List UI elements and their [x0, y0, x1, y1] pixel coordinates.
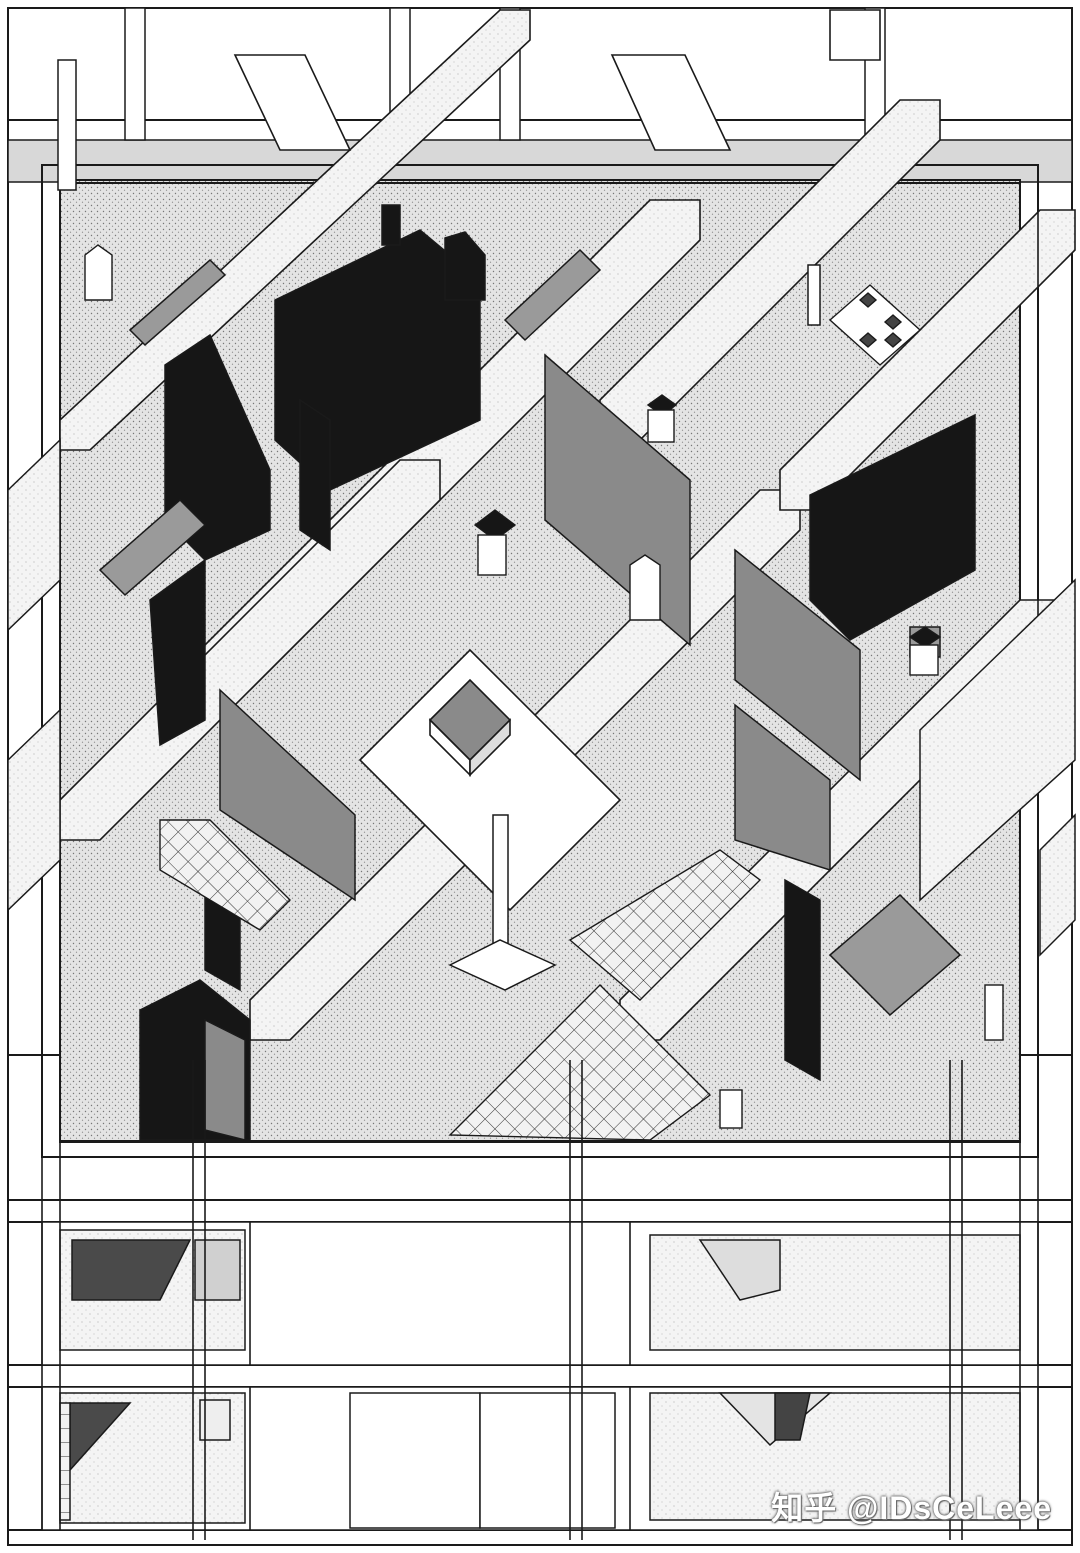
lower-section-one — [41, 1221, 1039, 1366]
right-edge-strip — [919, 578, 1076, 957]
right-small-structure — [828, 284, 922, 366]
left-edge-strip — [7, 438, 61, 912]
watermark-text: 知乎 @IDsCeLeee — [771, 1490, 1052, 1526]
lower-section-two — [41, 1386, 1039, 1531]
diagonal-walls — [59, 9, 1076, 1041]
column-post — [448, 264, 821, 991]
top-wall-caps — [233, 9, 881, 151]
central-platform — [358, 648, 622, 912]
gray-wall-panels — [204, 353, 861, 1141]
